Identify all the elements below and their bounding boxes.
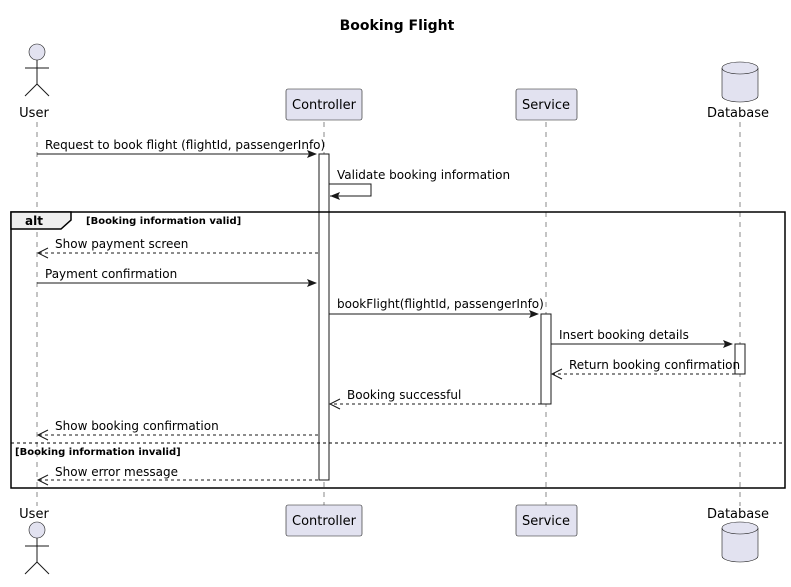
- participant-box: [515, 504, 578, 537]
- alt-frame: [10, 211, 786, 489]
- arrow-head-icon: [529, 310, 539, 318]
- message-arrow-line: [329, 183, 372, 197]
- alt-guard-invalid: [Booking information invalid]: [15, 447, 181, 458]
- database-top: Database: [707, 61, 769, 121]
- participant-box: [285, 88, 363, 121]
- actor-leg-icon: [36, 561, 50, 575]
- message-label: Show error message: [55, 465, 178, 479]
- participant-box: [285, 504, 363, 537]
- message-label: Validate booking information: [337, 168, 510, 182]
- message-label: bookFlight(flightId, passengerInfo): [337, 297, 544, 311]
- message-label: Booking successful: [347, 388, 461, 402]
- participant-box: [515, 88, 578, 121]
- actor-leg-icon: [24, 83, 38, 97]
- database-bottom: Database: [707, 507, 769, 563]
- participant-service-top: Service: [515, 88, 578, 121]
- participant-label-service: Service: [522, 514, 570, 529]
- alt-guard-valid: [Booking information valid]: [86, 216, 241, 227]
- message-book-flight-call: bookFlight(flightId, passengerInfo): [329, 297, 544, 318]
- arrow-head-icon: [307, 150, 317, 158]
- message-return-booking-confirmation: Return booking confirmation: [550, 358, 740, 380]
- message-label: Return booking confirmation: [569, 358, 740, 372]
- activation-bar-database: [734, 343, 746, 375]
- activation-bar-controller: [318, 153, 330, 481]
- participant-controller-top: Controller: [285, 88, 363, 121]
- participant-label-user: User: [19, 106, 49, 121]
- participant-label-database: Database: [707, 507, 769, 522]
- alt-keyword: alt: [25, 214, 43, 228]
- message-label: Show booking confirmation: [55, 419, 219, 433]
- database-cylinder-top-icon: [721, 521, 759, 535]
- participant-label-controller: Controller: [292, 98, 357, 113]
- message-validate-booking: Validate booking information: [329, 168, 510, 200]
- message-booking-successful: Booking successful: [328, 388, 541, 410]
- message-show-error-message: Show error message: [36, 465, 318, 486]
- participant-label-user: User: [19, 507, 49, 522]
- message-label: Insert booking details: [559, 328, 689, 342]
- diagram-title: Booking Flight: [340, 18, 455, 34]
- actor-head-icon: [28, 521, 46, 539]
- arrow-head-icon: [330, 192, 340, 200]
- arrow-head-icon: [723, 340, 733, 348]
- actor-head-icon: [28, 43, 46, 61]
- database-cylinder-top-icon: [721, 61, 759, 75]
- arrow-head-icon: [36, 429, 49, 441]
- message-label: Request to book flight (flightId, passen…: [45, 138, 325, 152]
- alt-tab: [10, 211, 72, 230]
- database-cylinder-icon: [721, 527, 759, 563]
- arrow-head-icon: [550, 368, 563, 380]
- participant-label-service: Service: [522, 98, 570, 113]
- message-request-book-flight: Request to book flight (flightId, passen…: [37, 138, 325, 158]
- participant-controller-bottom: Controller: [285, 504, 363, 537]
- participant-service-bottom: Service: [515, 504, 578, 537]
- alt-fragment: alt [Booking information valid] [Booking…: [10, 211, 786, 489]
- message-label: Payment confirmation: [45, 267, 177, 281]
- message-show-payment-screen: Show payment screen: [36, 237, 318, 259]
- message-payment-confirmation: Payment confirmation: [37, 267, 317, 287]
- message-show-booking-confirmation: Show booking confirmation: [36, 419, 318, 441]
- message-insert-booking-details: Insert booking details: [551, 328, 733, 348]
- participant-label-database: Database: [707, 106, 769, 121]
- arrow-head-icon: [307, 279, 317, 287]
- actor-leg-icon: [24, 561, 38, 575]
- actor-user-bottom: User: [19, 507, 50, 575]
- message-label: Show payment screen: [55, 237, 188, 251]
- participant-label-controller: Controller: [292, 514, 357, 529]
- arrow-head-icon: [36, 247, 49, 259]
- arrow-head-icon: [328, 398, 341, 410]
- activation-bar-service: [540, 313, 552, 405]
- actor-user-top: User: [19, 43, 50, 121]
- database-cylinder-icon: [721, 67, 759, 103]
- arrow-head-icon: [36, 474, 49, 486]
- actor-leg-icon: [36, 83, 50, 97]
